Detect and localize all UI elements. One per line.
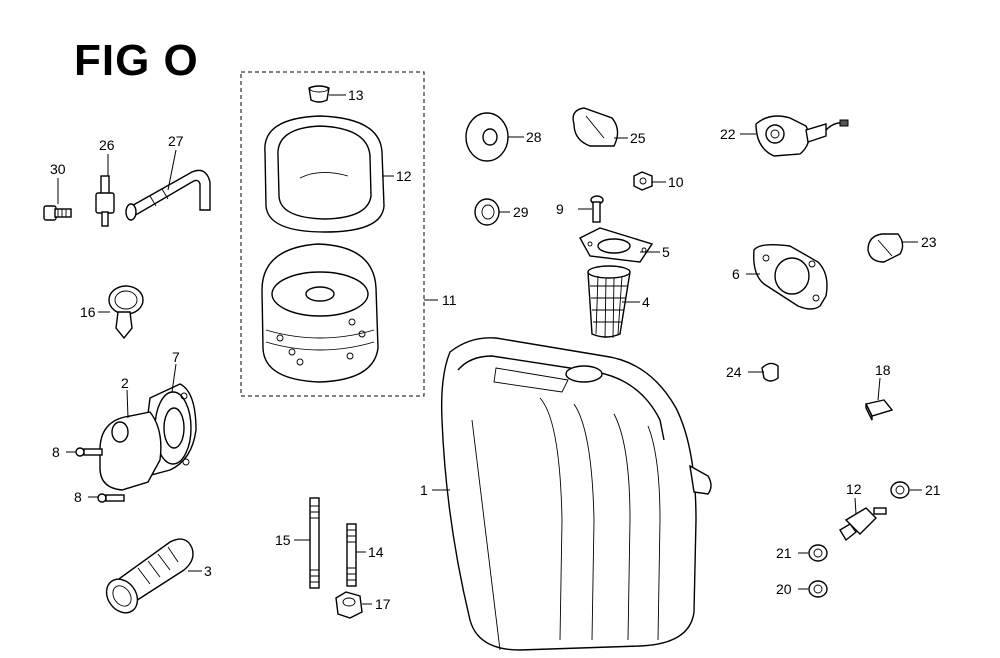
fuel-valve-part-22 [755,115,849,157]
hose-clamp-part-21-upper [890,481,910,499]
callout-14: 12 [396,168,412,184]
bolt-part-30 [43,205,72,221]
callout-6: 6 [732,266,740,282]
callout-15: 13 [348,87,364,103]
nut-part-11 [633,171,653,191]
callout-12: 12 [846,481,862,497]
hose-clamp-part-20 [808,580,828,598]
stud-bolt-part-16 [346,523,357,587]
foam-element-part-14 [264,115,385,233]
clip-part-23 [867,233,904,263]
fuel-fitting-part-12 [839,507,887,542]
callout-26: 26 [99,137,115,153]
intake-tube-part-3 [105,538,194,614]
gasket-part-6 [753,243,828,310]
callout-4: 4 [642,294,650,310]
callout-7: 7 [172,349,180,365]
callout-labels: 13 12 11 30 26 27 16 2 7 8 8 3 15 14 17 … [50,87,941,612]
callout-3: 3 [204,563,212,579]
clip-part-25 [572,107,619,147]
hose-clamp-part-21-lower [808,544,828,562]
callout-28: 28 [526,129,542,145]
callout-1: 1 [420,482,428,498]
screw-part-10 [590,195,604,223]
callout-20: 20 [776,581,792,597]
callout-16: 14 [368,544,384,560]
callout-9: 18 [875,362,891,378]
air-cleaner-group-box [240,71,425,397]
callout-21-lower: 21 [776,545,792,561]
grommet-part-15 [308,85,330,103]
callout-24: 24 [726,364,742,380]
strainer-plate-part-5 [579,227,654,263]
bolt-part-8-upper [75,447,103,457]
callout-11: 10 [668,174,684,190]
callout-8-lower: 8 [74,489,82,505]
fitting-part-26 [95,175,115,227]
callout-13: 11 [442,292,457,308]
cap-part-24 [761,362,779,382]
leader-lines [57,94,922,605]
callout-2: 2 [121,375,129,391]
grommet-part-29 [474,198,500,226]
block-part-9 [864,399,894,421]
nut-part-19 [335,591,363,619]
air-cleaner-elbow-part-2 [99,383,197,491]
callout-5: 5 [662,244,670,260]
callout-23: 23 [921,234,937,250]
fuel-tank-part-1 [441,337,712,651]
callout-25: 25 [630,130,646,146]
fuel-strainer-part-4 [587,265,631,339]
stud-bolt-part-17 [309,497,320,589]
paper-element-part-13 [261,243,379,383]
hose-clamp-part-18 [108,285,144,340]
washer-part-28 [465,112,509,162]
callout-22: 22 [720,126,736,142]
callout-30: 30 [50,161,66,177]
callout-8-upper: 8 [52,444,60,460]
callout-29: 29 [513,204,529,220]
callout-17: 15 [275,532,291,548]
callout-10: 9 [556,201,564,217]
callout-18: 16 [80,304,96,320]
breather-tube-part-27 [125,169,211,221]
callout-19: 17 [375,596,391,612]
bolt-part-8-lower [97,493,125,503]
callout-21-upper: 21 [925,482,941,498]
figure-title: FIG O [74,36,199,85]
callout-27: 27 [168,133,184,149]
